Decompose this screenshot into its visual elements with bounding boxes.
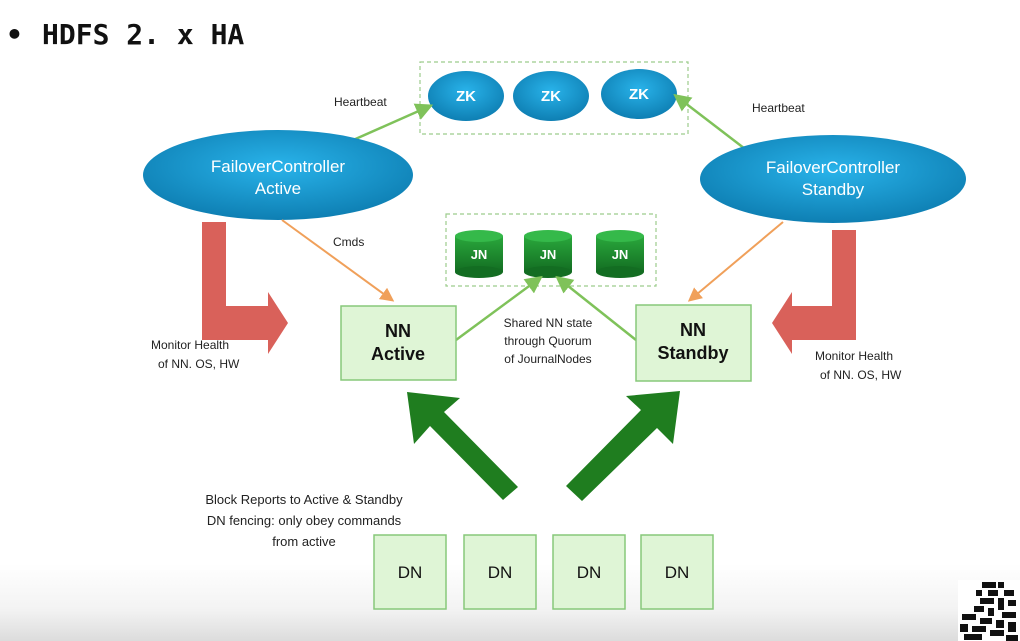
zk-label: ZK: [541, 88, 561, 105]
failover-controller-standby: FailoverController Standby: [700, 135, 966, 223]
zk-node: ZK: [513, 71, 589, 121]
shared-state-line1: Shared NN state: [504, 316, 593, 330]
failover-active-line1: FailoverController: [211, 157, 345, 176]
dn-node: DN: [552, 534, 626, 610]
nn-active-to-jn-line: [455, 275, 543, 342]
monitor-left-line2: of NN. OS, HW: [158, 357, 240, 371]
block-report-standby-arrow: [566, 391, 680, 501]
monitor-health-right-arrow: [772, 230, 856, 354]
monitor-health-left-arrow: [202, 222, 288, 354]
jn-label: JN: [612, 247, 629, 262]
title-bullet: •: [6, 18, 23, 51]
jn-label: JN: [471, 247, 488, 262]
dn-label: DN: [488, 563, 513, 582]
block-reports-line1: Block Reports to Active & Standby: [205, 492, 403, 507]
cmds-standby-arrow: [687, 221, 784, 302]
failover-standby-line1: FailoverController: [766, 158, 900, 177]
shared-state-line2: through Quorum: [504, 334, 591, 348]
nn-standby-line1: NN: [680, 320, 706, 340]
dn-node: DN: [640, 534, 714, 610]
jn-group-border: [445, 213, 657, 287]
nn-standby-to-jn-line: [555, 275, 637, 341]
heartbeat-left-label: Heartbeat: [334, 95, 387, 109]
zk-node: ZK: [428, 71, 504, 121]
qr-code-icon: [958, 580, 1020, 641]
monitor-right-line2: of NN. OS, HW: [820, 368, 902, 382]
zk-label: ZK: [456, 88, 476, 105]
monitor-left-line1: Monitor Health: [151, 338, 229, 352]
jn-node: JN: [596, 230, 644, 278]
monitor-right-line1: Monitor Health: [815, 349, 893, 363]
zk-node: ZK: [601, 69, 677, 119]
failover-active-line2: Active: [255, 179, 301, 198]
dn-label: DN: [398, 563, 423, 582]
jn-node: JN: [524, 230, 572, 278]
failover-controller-active: FailoverController Active: [143, 130, 413, 220]
dn-node: DN: [373, 534, 447, 610]
nn-active-line1: NN: [385, 321, 411, 341]
dn-label: DN: [577, 563, 602, 582]
cmds-active-arrow: [281, 219, 395, 302]
heartbeat-right-label: Heartbeat: [752, 101, 805, 115]
nn-active-box: NN Active: [340, 305, 457, 381]
zk-label: ZK: [629, 86, 649, 103]
failover-standby-line2: Standby: [802, 180, 865, 199]
jn-label: JN: [540, 247, 557, 262]
dn-node: DN: [463, 534, 537, 610]
block-reports-line2: DN fencing: only obey commands: [207, 513, 402, 528]
dn-label: DN: [665, 563, 690, 582]
shared-state-line3: of JournalNodes: [504, 352, 591, 366]
nn-active-line2: Active: [371, 344, 425, 364]
nn-standby-box: NN Standby: [635, 304, 752, 382]
block-reports-line3: from active: [272, 534, 336, 549]
cmds-label: Cmds: [333, 235, 364, 249]
nn-standby-line2: Standby: [657, 343, 728, 363]
jn-node: JN: [455, 230, 503, 278]
page-title: HDFS 2. x HA: [42, 18, 244, 51]
block-report-active-arrow: [407, 392, 518, 500]
